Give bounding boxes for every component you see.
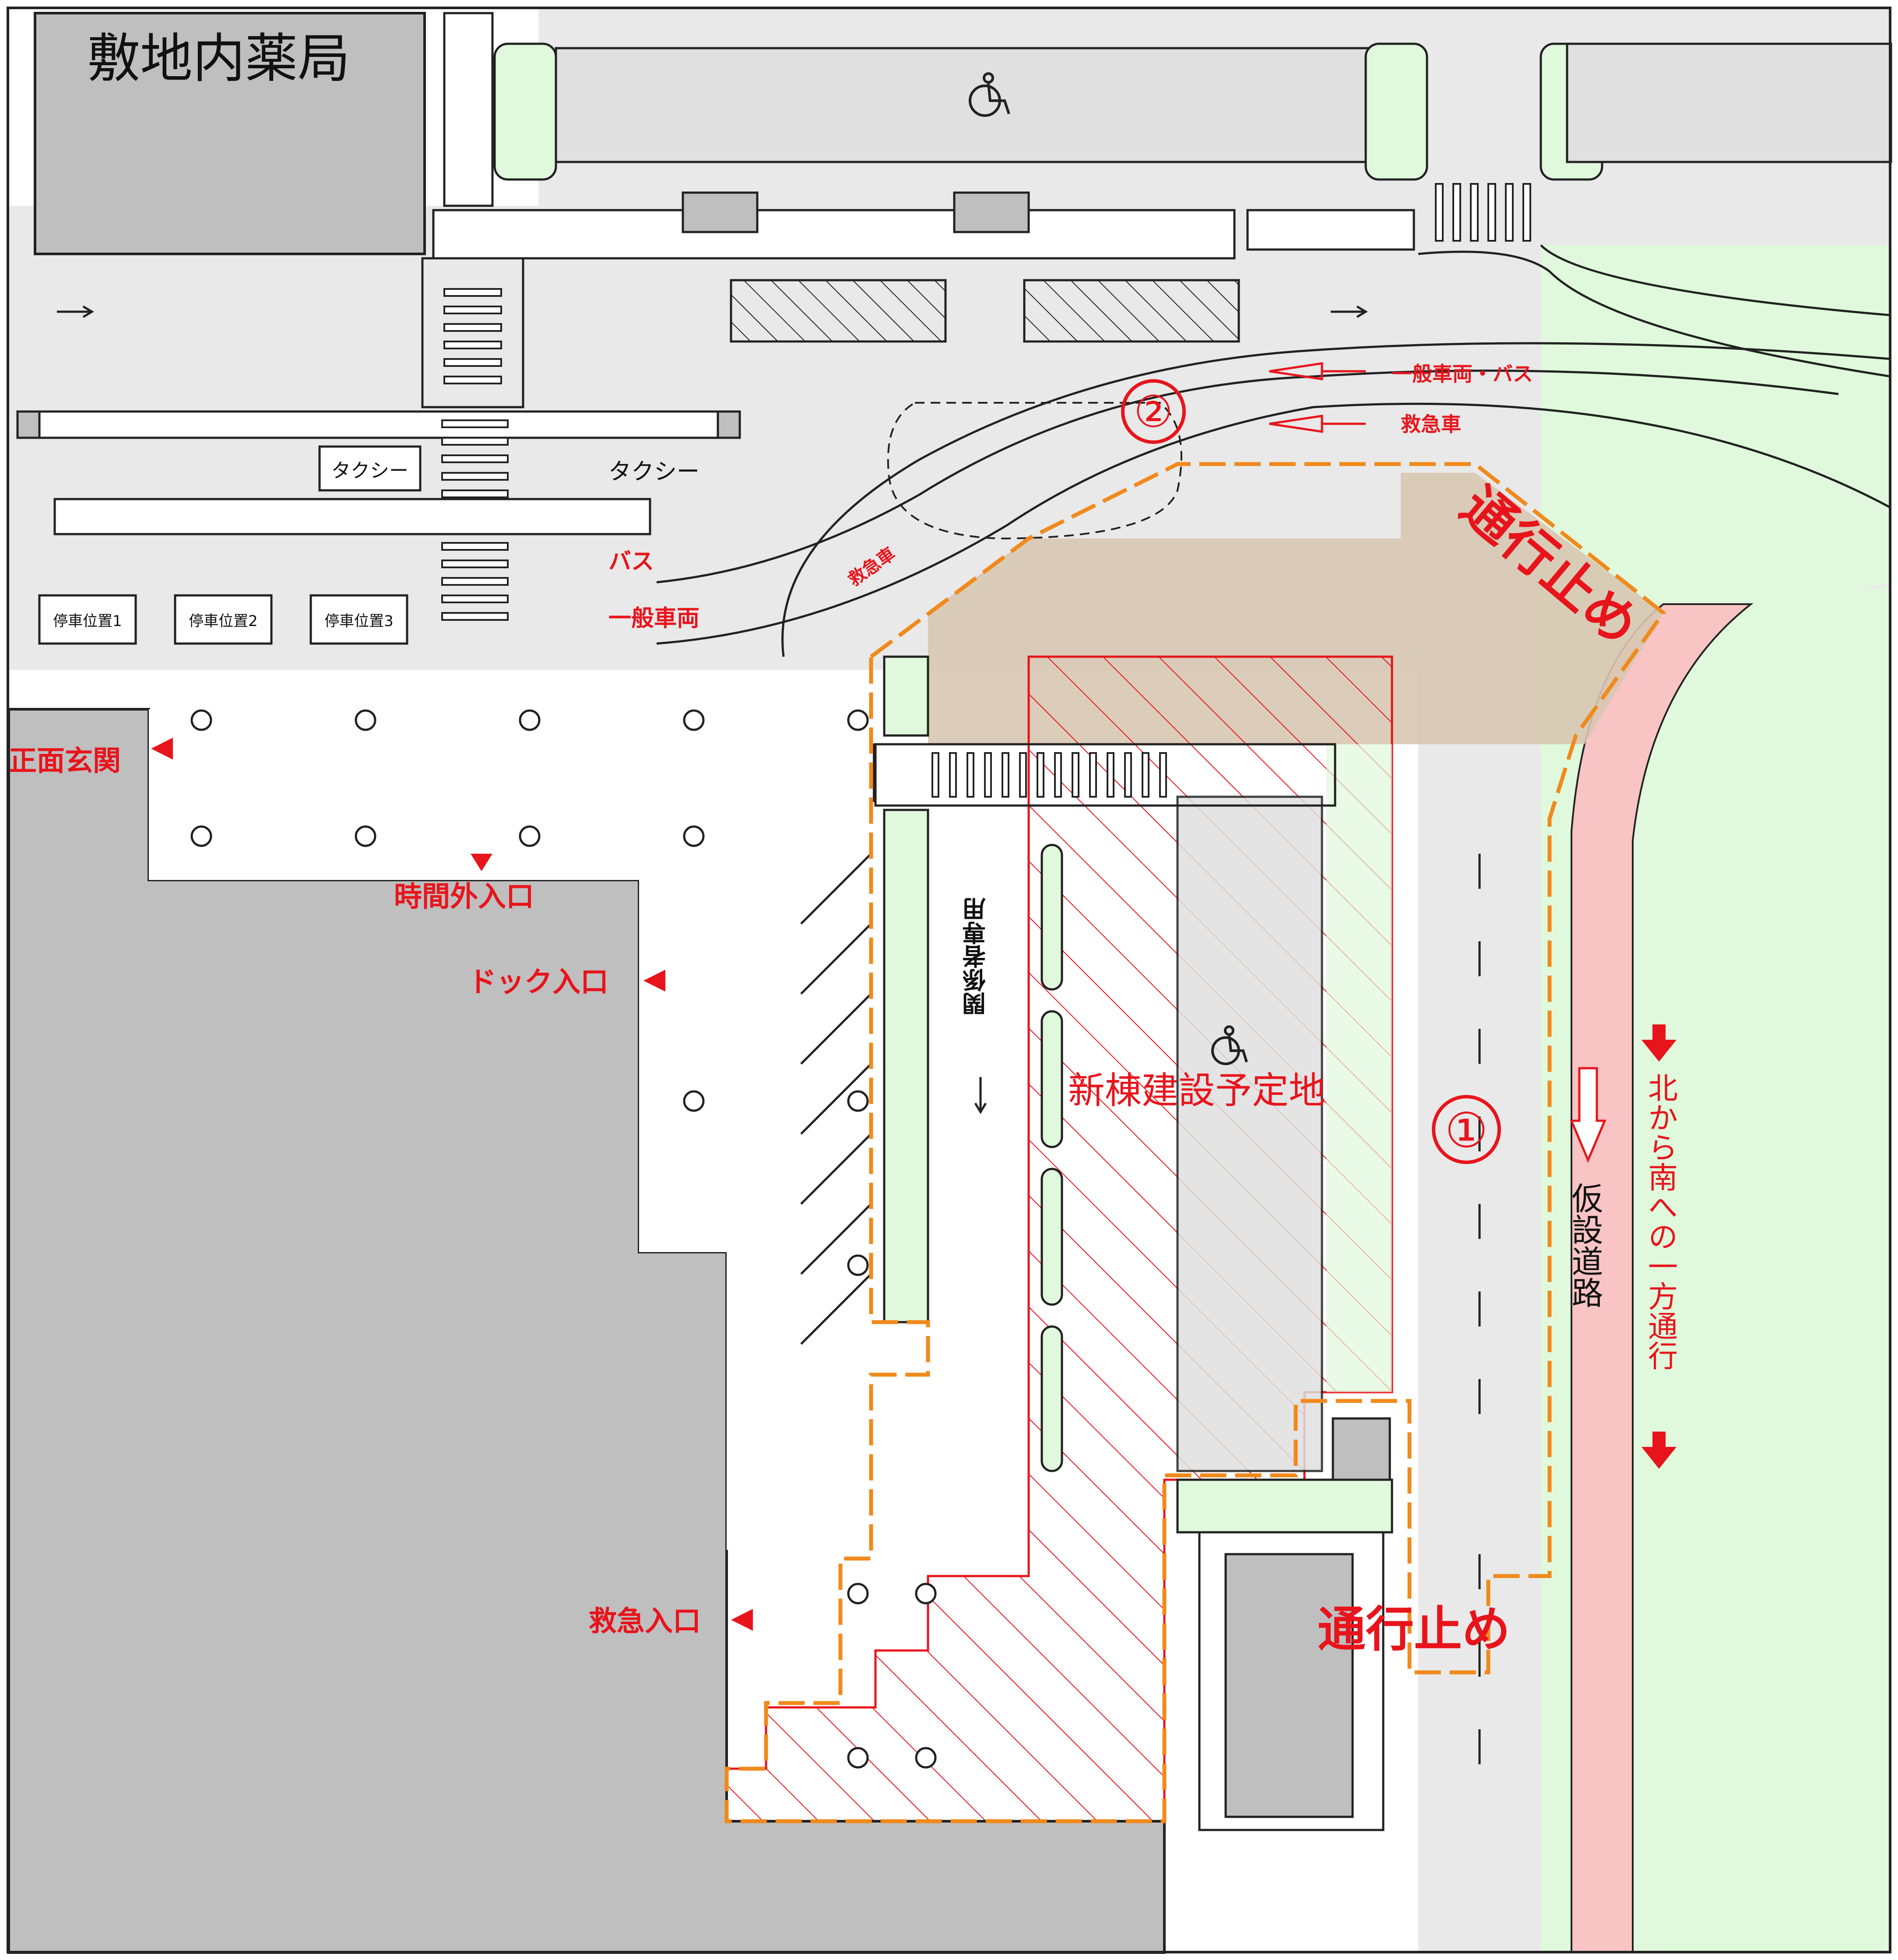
green-island-1 xyxy=(493,42,557,181)
walkway-vertical xyxy=(443,12,494,207)
dock-entrance-label: ドック入口 xyxy=(468,966,608,999)
crosswalk-stripes-1 xyxy=(443,288,502,384)
staff-only-pavement: 関係者専用 xyxy=(963,897,990,1016)
lane-taxi: タクシー xyxy=(608,459,699,485)
lane-general: 一般車両 xyxy=(608,605,699,632)
map-frame xyxy=(7,7,1891,1953)
entrance-canopy xyxy=(149,709,871,880)
pharmacy-building xyxy=(34,12,426,255)
route-marker-1-ring xyxy=(1432,1095,1501,1164)
arrow-down-icon xyxy=(1570,1067,1606,1163)
route-marker-2-ring xyxy=(1121,379,1186,444)
wheelchair-icon xyxy=(1211,1025,1248,1065)
columns xyxy=(190,709,937,1769)
rotary-lanes: タクシー バス 一般車両 xyxy=(608,459,699,632)
parking-northeast xyxy=(1566,42,1892,163)
after-hours-entrance-label: 時間外入口 xyxy=(394,881,534,913)
arrow-left-icon xyxy=(1269,362,1366,433)
one-way-label: 北から南への一方通行 xyxy=(1643,1073,1677,1370)
parking-north xyxy=(555,47,1371,163)
bus-shelter-1 xyxy=(682,191,759,233)
pharmacy-label: 敷地内薬局 xyxy=(88,28,350,89)
lane-general-bus-label: 一般車両・バス xyxy=(1392,362,1533,386)
parking-islands xyxy=(1040,844,1063,1472)
crosswalk-bar xyxy=(874,743,1336,807)
taxi-sign xyxy=(318,445,422,492)
stop-position-2: 停車位置2 xyxy=(189,612,258,630)
triangle-pointer-icon xyxy=(151,738,753,1631)
green-island-2 xyxy=(1364,42,1428,181)
temporary-road-label: 仮設道路 xyxy=(1566,1182,1603,1308)
main-entrance-label: 正面玄関 xyxy=(9,745,121,778)
angled-parking-lines xyxy=(800,853,872,1345)
median-top-right xyxy=(1246,209,1415,251)
green-strip-south xyxy=(1176,1478,1393,1534)
taxi-sign-label: タクシー xyxy=(331,460,408,482)
crosswalk-pharmacy xyxy=(421,257,524,408)
route-marker-2: ② xyxy=(1134,386,1173,437)
lane-ambulance-label: 救急車 xyxy=(1401,412,1461,436)
arrow-down-icon xyxy=(1641,1024,1677,1062)
closure-boundary xyxy=(724,462,1666,1823)
stop-position-3: 停車位置3 xyxy=(324,612,394,630)
stop-position-1: 停車位置1 xyxy=(53,612,122,630)
lane-bus: バス xyxy=(608,549,654,575)
arrow-down-icon xyxy=(974,1077,987,1114)
bus-shelter-2 xyxy=(953,191,1030,233)
road-closed-south: 通行止め xyxy=(1318,1601,1510,1657)
crosswalk-stripes-4 xyxy=(931,752,1167,798)
lane-curves xyxy=(656,244,1892,657)
crosswalk-stripes-2 xyxy=(441,419,509,621)
green-strip-northwest xyxy=(883,655,929,737)
construction-site-label: 新棟建設予定地 xyxy=(1068,1069,1325,1112)
green-strip-west xyxy=(883,809,929,1323)
existing-structure xyxy=(1176,795,1323,1472)
median-top xyxy=(432,209,1236,260)
bus-bay xyxy=(730,279,947,343)
arrow-right-icon xyxy=(57,305,1368,318)
arrow-down-icon xyxy=(1641,1432,1677,1469)
crosswalk-stripes-ne xyxy=(1435,183,1531,242)
wheelchair-icon xyxy=(969,72,1010,117)
route-marker-1: ① xyxy=(1445,1102,1488,1158)
rotary-island xyxy=(53,498,651,535)
emergency-entrance-label: 救急入口 xyxy=(589,1605,701,1638)
green-strip-east xyxy=(1326,744,1392,1392)
entrance-canopy-lower xyxy=(639,880,871,1550)
stop-positions: 停車位置1 停車位置2 停車位置3 xyxy=(38,594,408,645)
green-area-southeast xyxy=(1620,587,1891,1953)
taxi-bay xyxy=(1023,279,1240,343)
rotary-canopy xyxy=(16,410,741,439)
utility-box xyxy=(1332,1417,1391,1481)
parking-south-structure xyxy=(1224,1553,1354,1818)
turn-zone-dashed xyxy=(887,402,1182,540)
